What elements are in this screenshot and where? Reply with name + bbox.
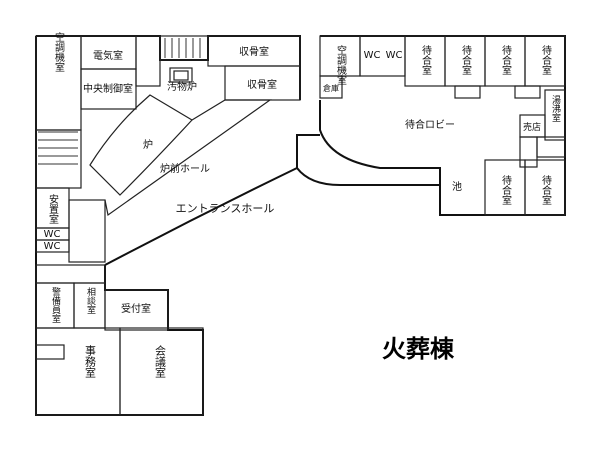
label-reception: 受付室 bbox=[121, 302, 151, 315]
left-column-rooms bbox=[35, 35, 204, 416]
label-furnace: 炉 bbox=[143, 139, 153, 151]
label-waiting-5: 待合室 bbox=[500, 174, 512, 205]
label-warehouse: 倉庫 bbox=[323, 83, 339, 93]
label-wc-left-1: WC bbox=[44, 229, 61, 240]
stair-hatch-2 bbox=[164, 38, 201, 58]
label-wc-top: WC bbox=[364, 50, 381, 61]
label-ash-collection-2: 収骨室 bbox=[247, 78, 277, 91]
label-hot-water: 湯沸室 bbox=[550, 95, 561, 122]
building-title: 火葬棟 bbox=[382, 335, 455, 363]
label-office: 事務室 bbox=[84, 345, 97, 378]
room-labels: 空調機室 電気室 中央制御室 汚物炉 収骨室 収骨室 空調機室 WC WC 倉庫… bbox=[44, 31, 561, 378]
label-meeting: 会議室 bbox=[154, 345, 167, 378]
label-waiting-1: 待合室 bbox=[420, 44, 432, 75]
label-entrance-hall: エントランスホール bbox=[176, 202, 275, 215]
label-wc-left-2: WC bbox=[44, 241, 61, 252]
label-ash-collection-1: 収骨室 bbox=[239, 45, 269, 58]
label-furnace-hall: 炉前ホール bbox=[160, 162, 210, 175]
label-wc-top-2: WC bbox=[386, 50, 403, 61]
label-mourner-room: 安置室 bbox=[47, 193, 59, 224]
furnace-area bbox=[89, 94, 272, 217]
label-air-handler-2: 空調機室 bbox=[335, 44, 347, 85]
label-waiting-3: 待合室 bbox=[500, 44, 512, 75]
label-filth-furnace: 汚物炉 bbox=[167, 80, 197, 93]
label-waiting-4: 待合室 bbox=[540, 44, 552, 75]
label-waiting-6: 待合室 bbox=[540, 174, 552, 205]
label-electrical: 電気室 bbox=[93, 49, 123, 62]
label-central-control: 中央制御室 bbox=[83, 82, 133, 95]
label-waiting-2: 待合室 bbox=[460, 44, 472, 75]
label-shop: 売店 bbox=[523, 121, 541, 133]
label-waiting-lobby: 待合ロビー bbox=[405, 118, 455, 131]
label-guard-room: 警備員室 bbox=[50, 286, 61, 323]
stair-hatch-1 bbox=[38, 131, 78, 165]
top-right-rooms bbox=[319, 35, 566, 216]
label-air-handler-1: 空調機室 bbox=[53, 31, 65, 72]
label-consultation: 相談室 bbox=[85, 286, 96, 314]
label-pond: 池 bbox=[452, 180, 462, 193]
